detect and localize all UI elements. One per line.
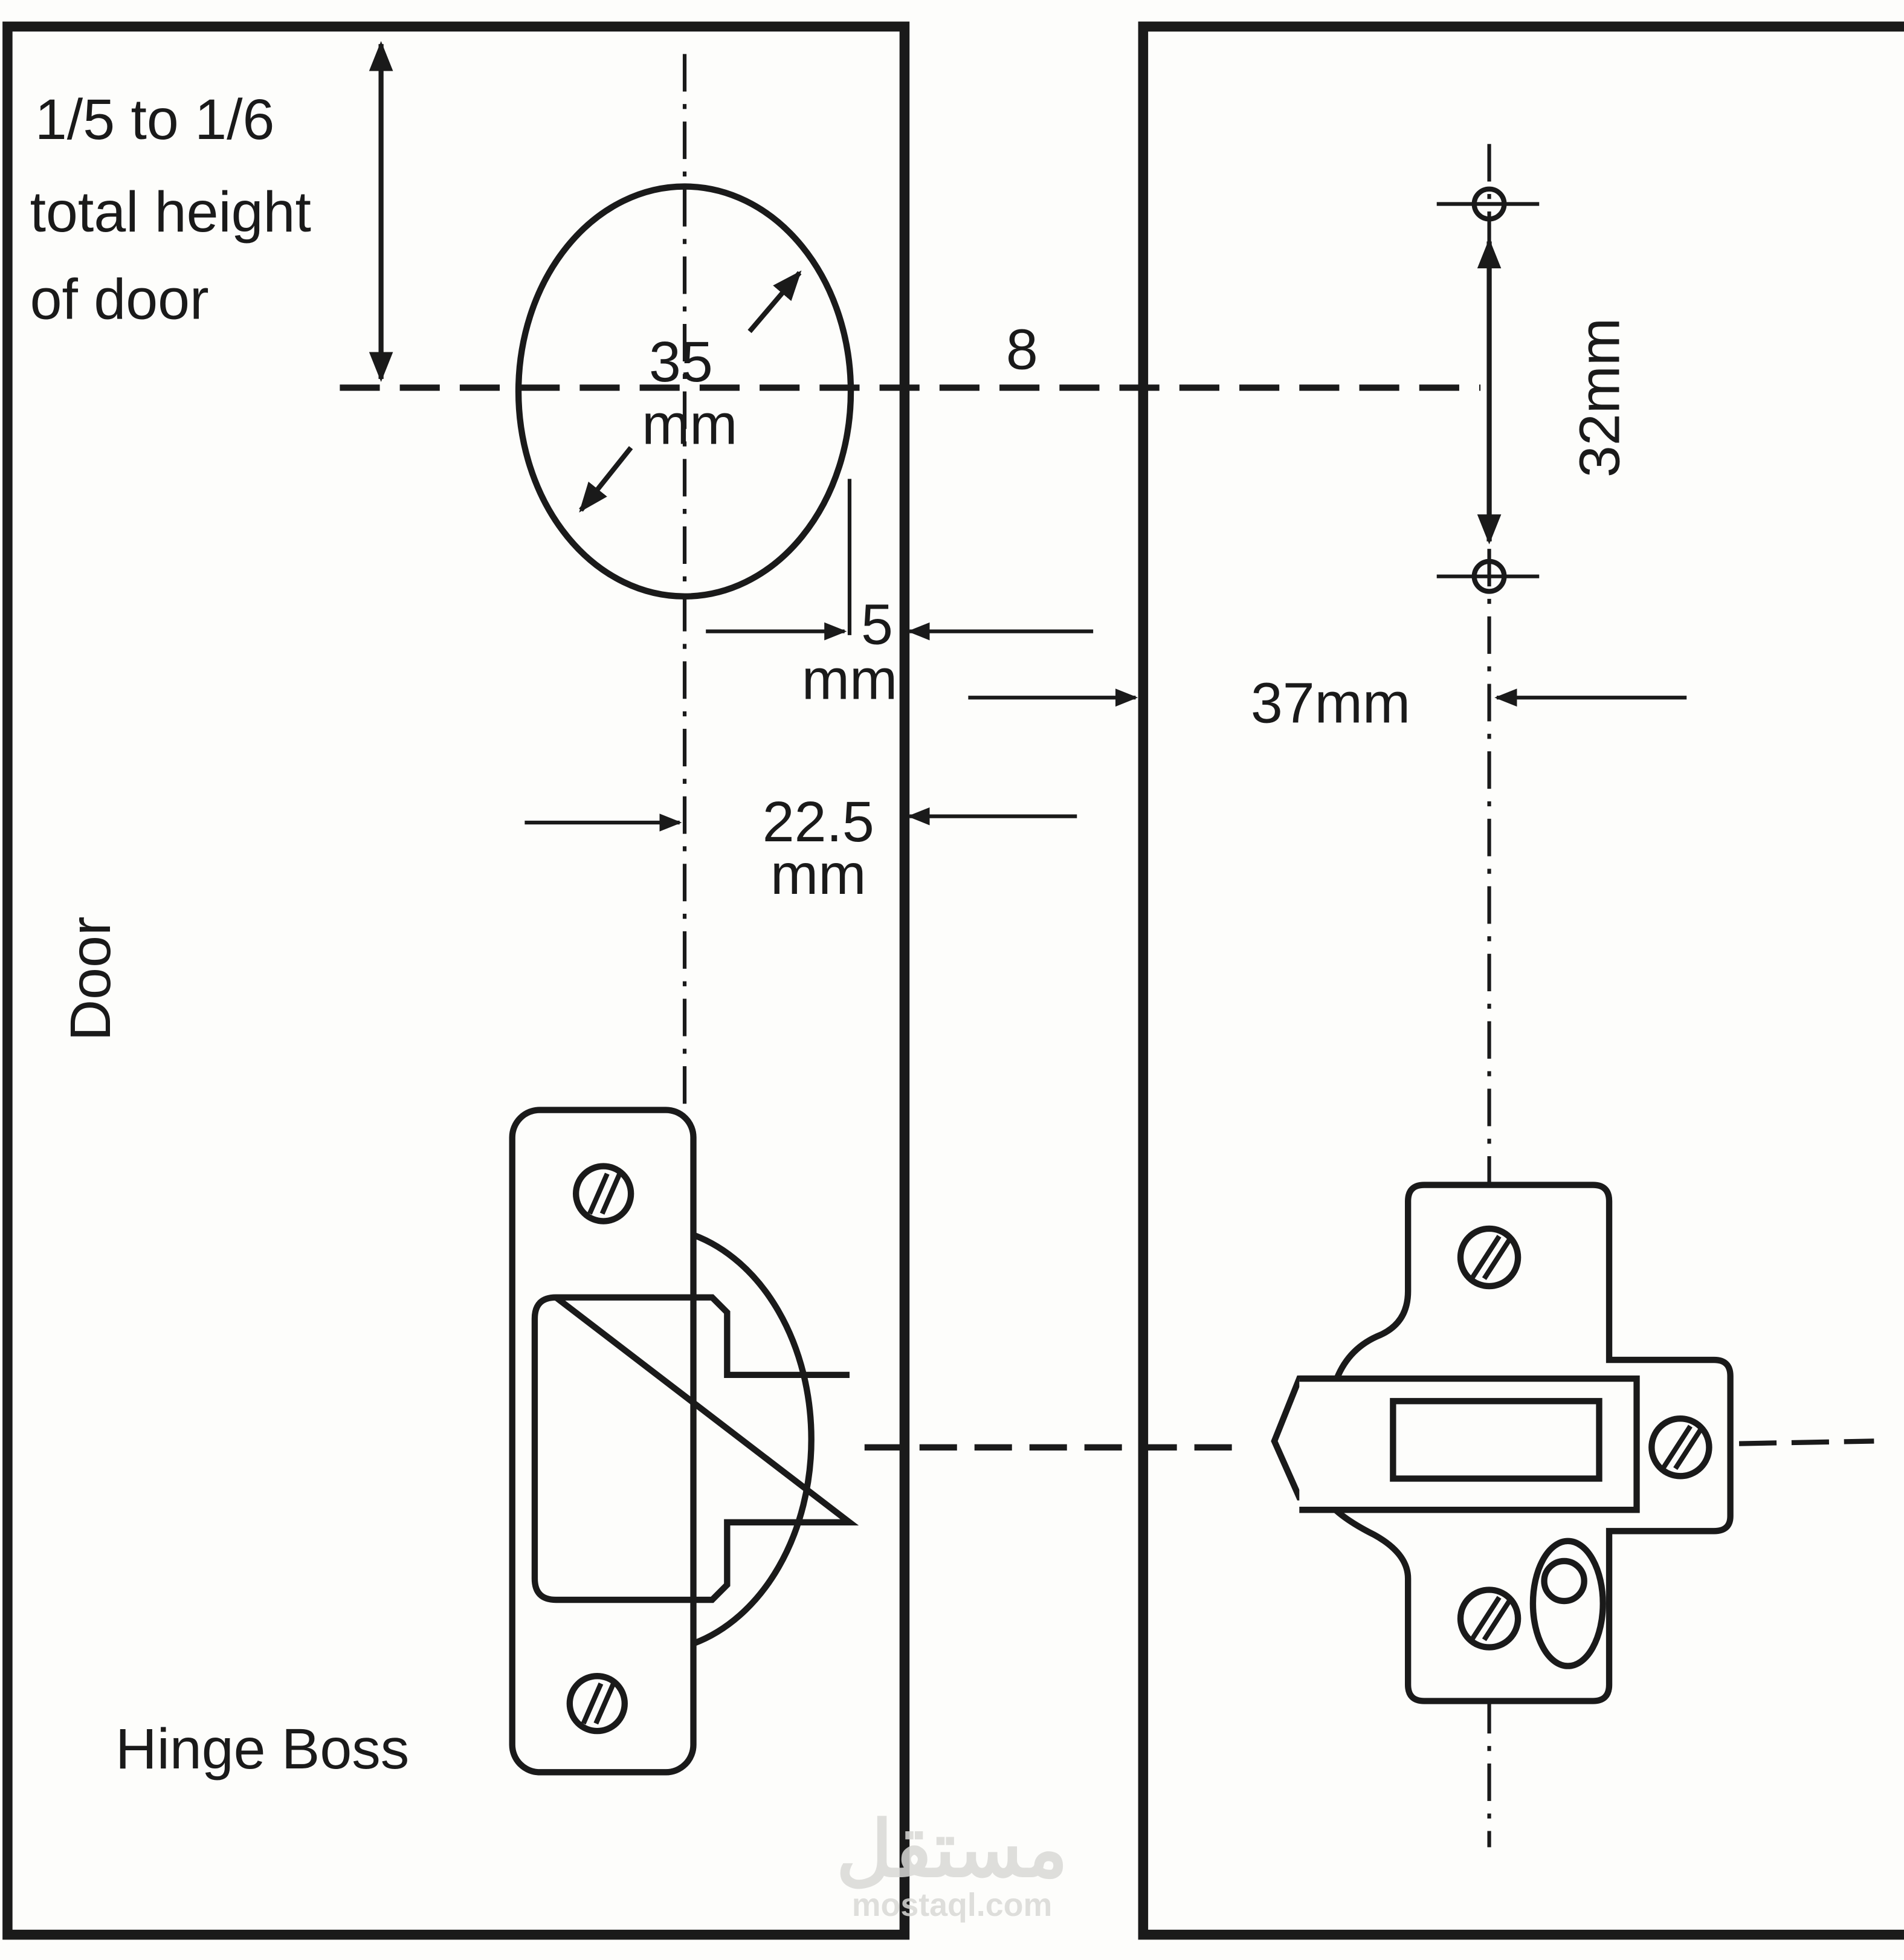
screw-icon xyxy=(566,1672,628,1735)
screw-icon xyxy=(1648,1415,1712,1480)
door-panel xyxy=(2,21,910,1940)
bore-diameter-unit: mm xyxy=(642,393,737,457)
bore-diameter-arrow-lower xyxy=(579,446,633,513)
screw-icon xyxy=(1457,1225,1522,1290)
bore-diameter-arrow-upper xyxy=(747,270,802,334)
hinge-axis-line-right xyxy=(1739,1438,1874,1446)
edge-distance-unit: mm xyxy=(802,647,897,711)
upper-screw-hole-mark xyxy=(1436,186,1540,222)
bore-diameter-value: 35 xyxy=(649,330,713,394)
plate-setback-label: 37mm xyxy=(1251,671,1410,736)
watermark-logo: مستقل mostaql.com xyxy=(836,1806,1068,1923)
mounting-plate xyxy=(1271,1182,1734,1704)
adjustment-cam-icon xyxy=(1529,1538,1606,1669)
gap-label: 8 xyxy=(1006,317,1038,381)
lower-screw-hole-mark xyxy=(1436,558,1540,594)
cup-bore-hole xyxy=(515,183,854,600)
door-label: Door xyxy=(59,916,123,1041)
edge-distance-value: 5 xyxy=(861,592,893,656)
svg-text:مستقل: مستقل xyxy=(836,1806,1068,1893)
svg-text:mostaql.com: mostaql.com xyxy=(852,1887,1053,1923)
center-distance-unit: mm xyxy=(770,843,866,907)
screw-icon xyxy=(1457,1586,1522,1651)
center-distance-value: 22.5 xyxy=(763,790,874,854)
hole-spacing-label: 32mm xyxy=(1568,318,1632,477)
hinge-cup-arm xyxy=(509,1107,859,1776)
height-rule-line2: total height xyxy=(30,180,311,244)
hinge-boss-label: Hinge Boss xyxy=(115,1717,409,1781)
height-rule-line1: 1/5 to 1/6 xyxy=(35,88,275,152)
cabinet-side xyxy=(1138,21,1904,1940)
height-rule-line3: of door xyxy=(30,268,209,332)
screw-icon xyxy=(572,1163,634,1224)
